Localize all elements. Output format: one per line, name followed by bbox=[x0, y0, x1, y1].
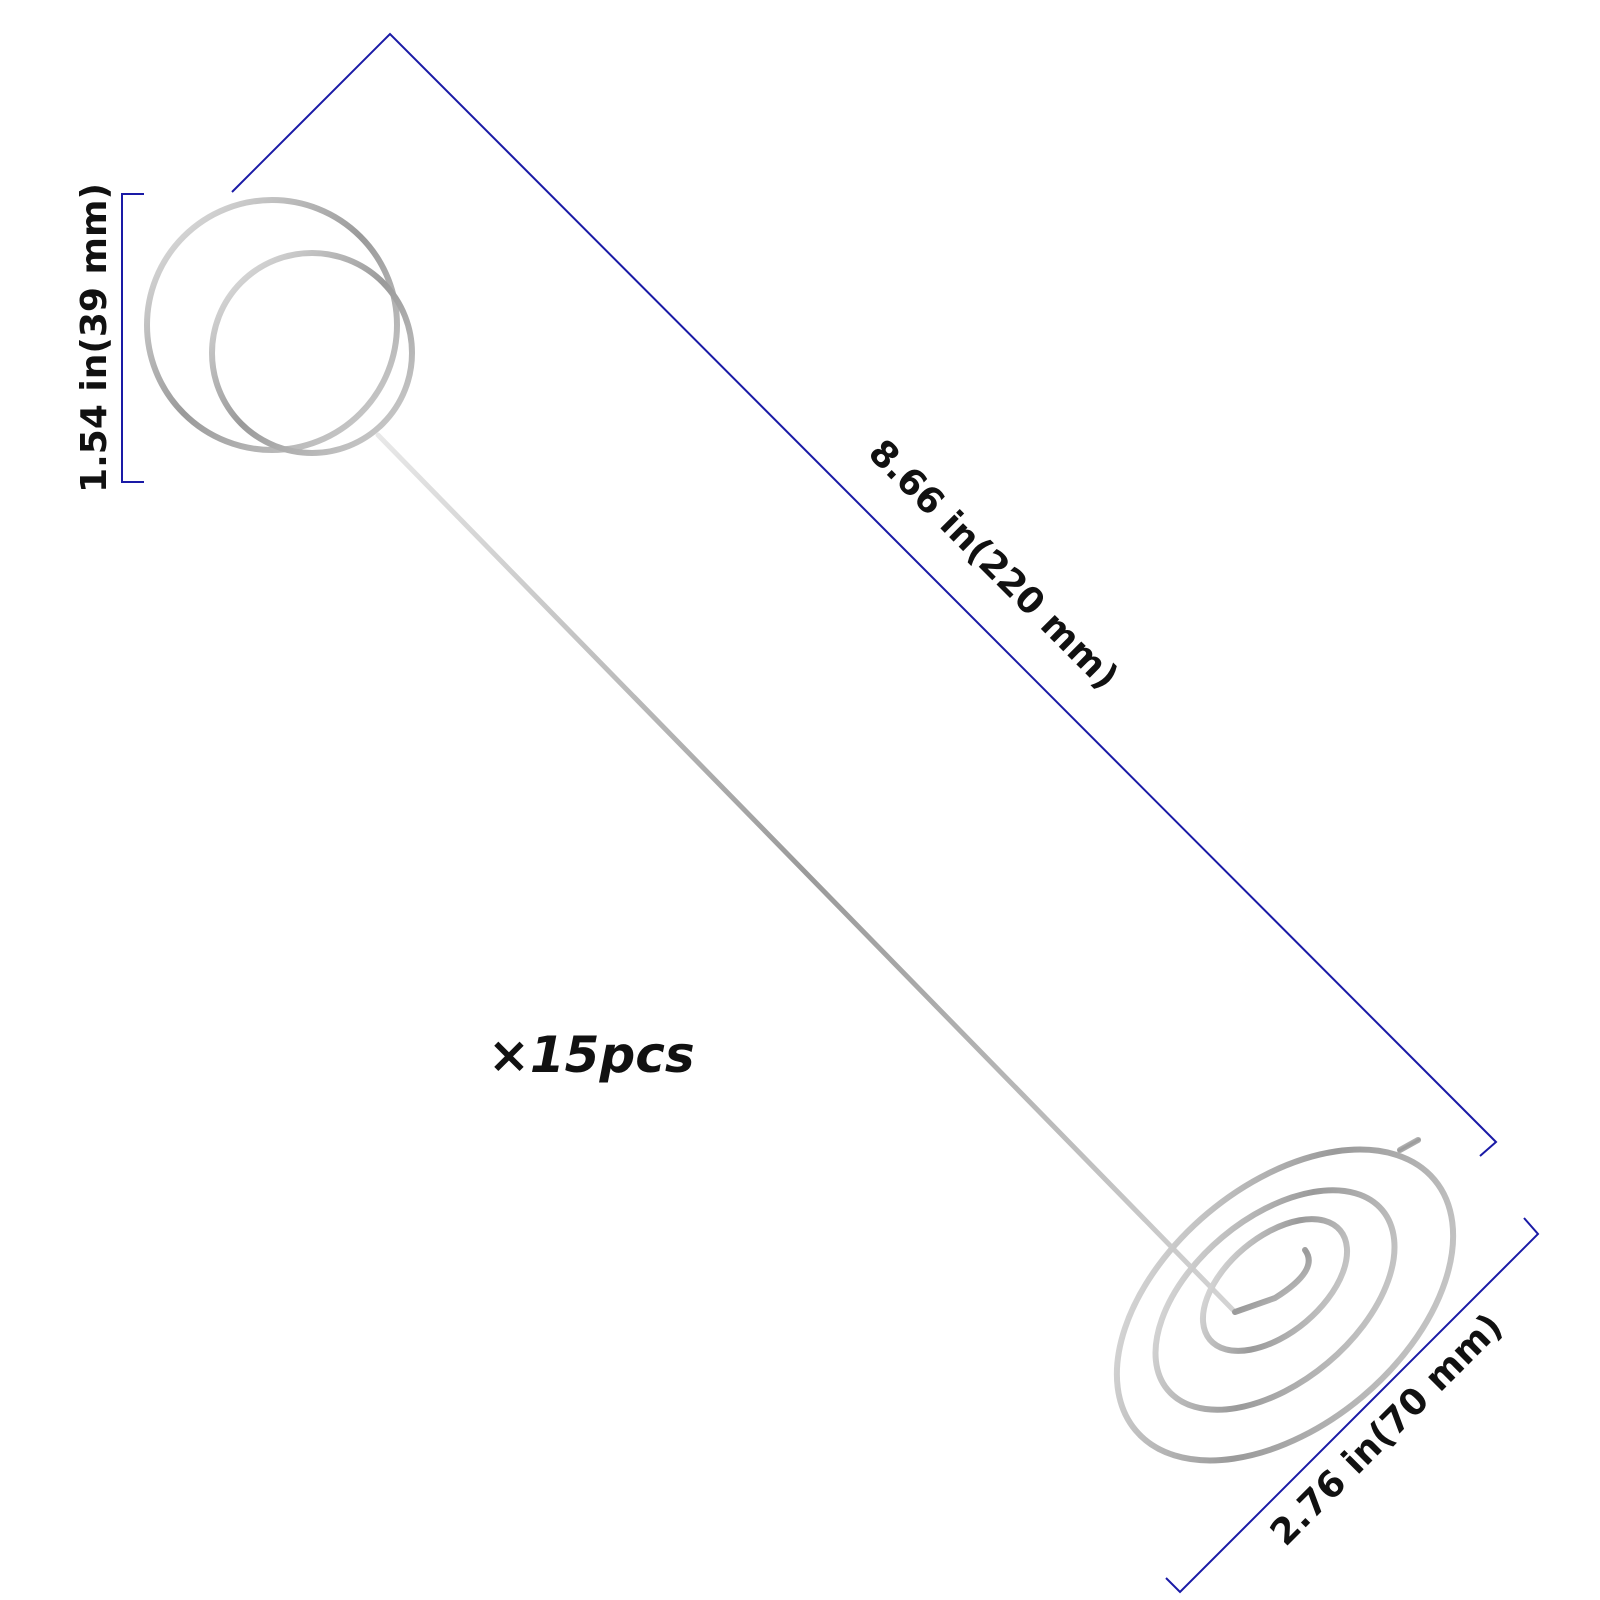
ring-height-dimension: 1.54 in(39 mm) bbox=[74, 183, 144, 493]
outer-ring bbox=[144, 197, 400, 453]
total-length-dimension: 8.66 in(220 mm) bbox=[231, 32, 1498, 1157]
base-diameter-bracket bbox=[1165, 1217, 1540, 1594]
total-length-bracket bbox=[231, 32, 1498, 1157]
wire-stem bbox=[375, 432, 1238, 1315]
ring-height-bracket bbox=[121, 193, 144, 483]
card-holder-product bbox=[144, 197, 1457, 1464]
ring-height-label: 1.54 in(39 mm) bbox=[74, 183, 115, 493]
base-diameter-label: 2.76 in(70 mm) bbox=[1263, 1306, 1511, 1554]
inner-ring bbox=[209, 250, 415, 456]
quantity-label: ×15pcs bbox=[488, 1026, 695, 1084]
spiral-base bbox=[1113, 1137, 1457, 1464]
total-length-label: 8.66 in(220 mm) bbox=[860, 432, 1126, 698]
